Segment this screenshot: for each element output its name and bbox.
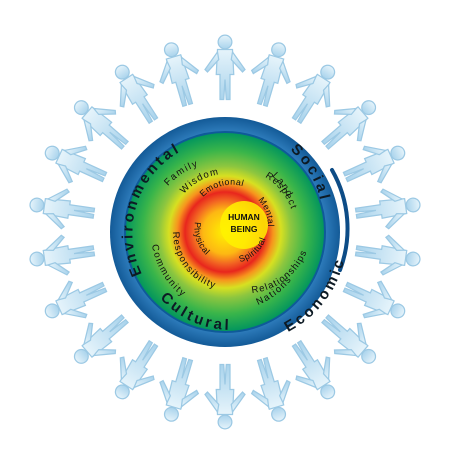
person-silhouette xyxy=(101,332,171,410)
person-silhouette xyxy=(37,268,114,333)
person-silhouette xyxy=(279,332,349,410)
person-silhouette xyxy=(336,268,413,333)
blue-ring-swoosh xyxy=(330,168,350,272)
person-silhouette xyxy=(101,54,171,132)
core-circle xyxy=(220,201,268,249)
person-silhouette xyxy=(352,183,424,234)
person-silhouette xyxy=(242,352,301,428)
person-silhouette xyxy=(204,363,246,430)
person-silhouette xyxy=(336,131,413,196)
person-silhouette xyxy=(204,34,246,101)
person-silhouette xyxy=(149,352,208,428)
core-label-line2: BEING xyxy=(231,224,258,234)
person-silhouette xyxy=(242,36,301,112)
person-silhouette xyxy=(26,230,98,281)
person-silhouette xyxy=(37,131,114,196)
person-silhouette xyxy=(149,36,208,112)
person-silhouette xyxy=(352,230,424,281)
person-silhouette xyxy=(279,54,349,132)
person-silhouette xyxy=(26,183,98,234)
core-label-line1: HUMAN xyxy=(228,212,260,222)
